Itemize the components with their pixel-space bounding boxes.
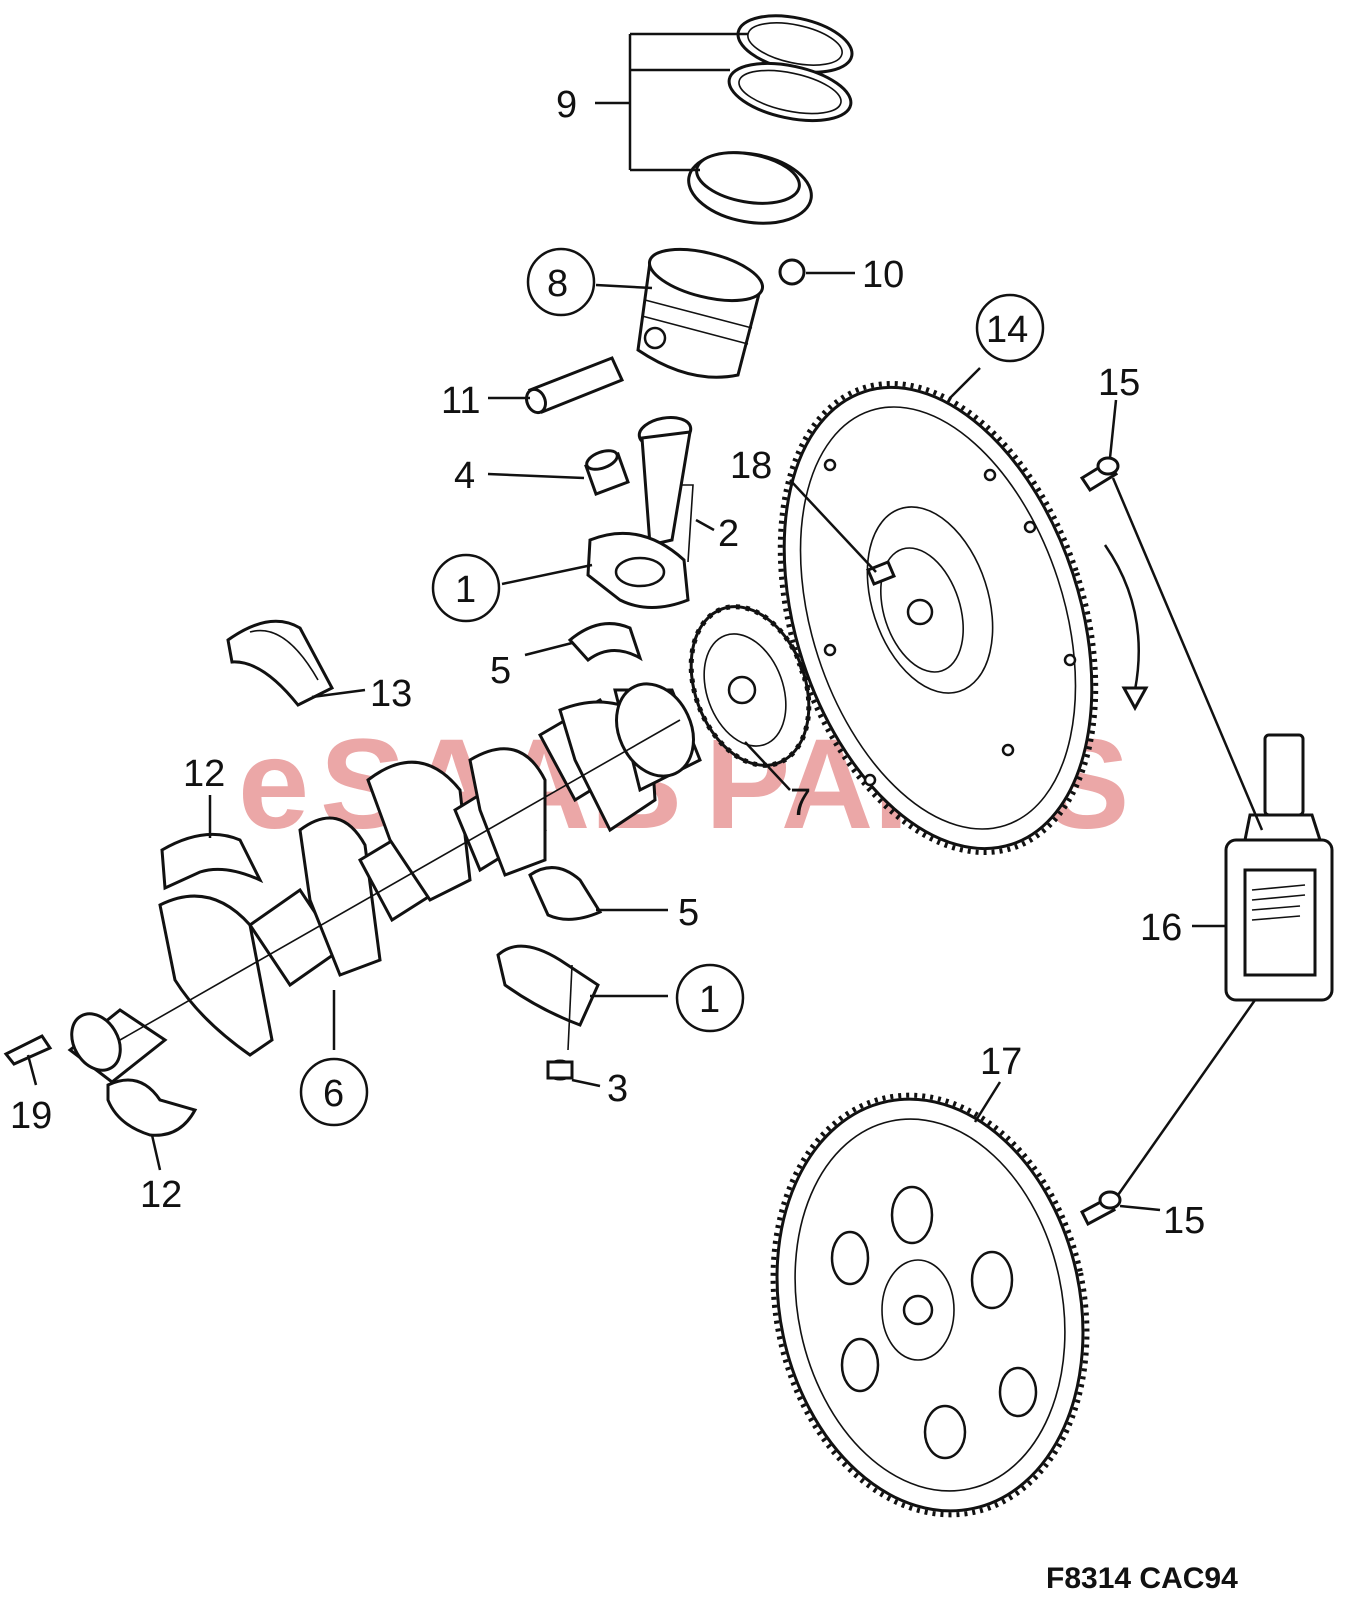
- callout-17: 17: [980, 1041, 1022, 1083]
- callout-19: 19: [10, 1095, 52, 1137]
- callout-8: 8: [547, 263, 568, 305]
- threadlocker-bottle: [1224, 733, 1334, 1002]
- callout-11: 11: [441, 380, 480, 422]
- callout-16: 16: [1140, 907, 1182, 949]
- crankshaft: [67, 682, 702, 1084]
- callout-circles: [299, 247, 1045, 1127]
- bearing-shell-upper: [567, 622, 643, 663]
- rod-nut: [546, 1059, 574, 1081]
- callout-12-upper: 12: [183, 753, 225, 795]
- callout-15-lower: 15: [1163, 1200, 1205, 1242]
- connecting-rod: [586, 415, 694, 609]
- callout-9: 9: [556, 84, 577, 126]
- callout-2: 2: [718, 513, 739, 555]
- callout-3: 3: [607, 1068, 628, 1110]
- small-end-bushing: [584, 449, 630, 496]
- thrust-bearing: [226, 619, 335, 707]
- callout-4: 4: [454, 455, 475, 497]
- piston: [636, 247, 765, 379]
- rotation-arrow: [1103, 544, 1149, 712]
- main-bearing-lower: [106, 1078, 198, 1137]
- piston-rings: [687, 14, 854, 225]
- callout-5-lower: 5: [678, 892, 699, 934]
- callout-15-upper: 15: [1098, 362, 1140, 404]
- flexplate-bolt: [1080, 1190, 1122, 1227]
- woodruff-key: [3, 1034, 53, 1066]
- main-bearing-upper: [160, 832, 264, 891]
- flywheel: [777, 380, 1099, 856]
- callout-6: 6: [323, 1073, 344, 1115]
- figure-code: F8314 CAC94: [1046, 1562, 1238, 1595]
- callout-14: 14: [986, 309, 1028, 351]
- flexplate: [770, 1092, 1090, 1518]
- callout-12-lower: 12: [140, 1174, 182, 1216]
- callout-7: 7: [790, 782, 811, 824]
- callout-1-cap: 1: [699, 979, 720, 1021]
- flywheel-bolt-upper: [1079, 456, 1120, 493]
- bearing-shell-lower: [528, 866, 603, 921]
- svg-text:e: e: [238, 713, 309, 856]
- leader-lines: [26, 32, 1264, 1212]
- callout-13: 13: [370, 673, 412, 715]
- callout-5-upper: 5: [490, 650, 511, 692]
- circlip: [778, 258, 806, 286]
- callout-10: 10: [862, 254, 904, 296]
- callout-labels: 9 8 10 14 15 11 18 4 2 1 5 13 12 7 5 16 …: [10, 84, 1205, 1242]
- callout-1-rod: 1: [455, 569, 476, 611]
- piston-pin: [525, 356, 625, 415]
- connecting-rod-cap: [496, 944, 600, 1051]
- callout-18: 18: [730, 445, 772, 487]
- dowel-pin: [866, 560, 896, 586]
- crank-sprocket: [688, 604, 812, 768]
